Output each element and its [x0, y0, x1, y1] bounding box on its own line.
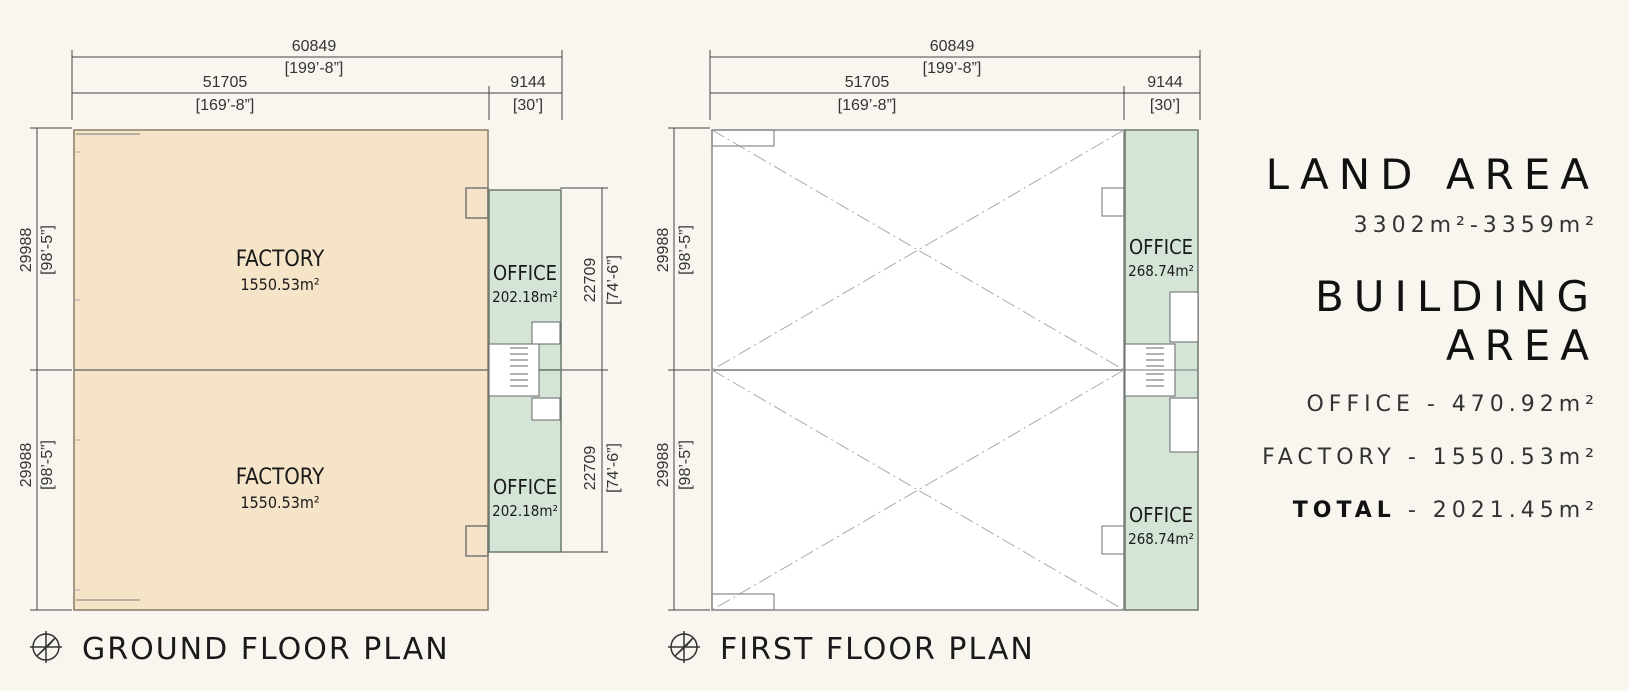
area-summary: LAND AREA 3302m²-3359m² BUILDING AREA OF…: [1179, 150, 1599, 523]
first-height-lower-ft: [98’-5”]: [677, 440, 694, 490]
ground-office-lower-label: OFFICE: [493, 475, 557, 499]
ground-office-height-lower-mm: 22709: [582, 446, 599, 491]
ground-left-dimensions: [30, 127, 72, 611]
first-north-arrow-icon: [668, 631, 700, 663]
land-area-title: LAND AREA: [1265, 150, 1599, 199]
first-office-width-mm: 9144: [1147, 74, 1183, 91]
ground-column-marks: [74, 151, 80, 591]
first-plan-title: FIRST FLOOR PLAN: [720, 632, 1035, 667]
first-height-upper-mm: 29988: [655, 228, 672, 273]
first-office-upper-area: 268.74m²: [1128, 262, 1194, 280]
first-floor-plan: 60849 [199’-8”] 51705 [169’-8”] 9144 [30…: [655, 38, 1201, 667]
building-area-title: BUILDING AREA: [1314, 272, 1599, 370]
ground-office-upper-label: OFFICE: [493, 261, 557, 285]
ground-overall-ft: [199’-8”]: [285, 60, 344, 77]
first-height-lower-mm: 29988: [655, 443, 672, 488]
first-office-lower-label: OFFICE: [1129, 503, 1193, 527]
factory-area-line: FACTORY - 1550.53m²: [1262, 445, 1599, 470]
total-value: - 2021.45m²: [1407, 498, 1599, 523]
ground-office-height-lower-ft: [74’-6”]: [605, 443, 622, 493]
first-height-upper-ft: [98’-5”]: [677, 225, 694, 275]
first-office-lower-area: 268.74m²: [1128, 530, 1194, 548]
ground-office-width-ft: [30’]: [513, 97, 543, 114]
land-area-value: 3302m²-3359m²: [1353, 213, 1599, 238]
ground-office-width-mm: 9144: [510, 74, 546, 91]
first-factory-width-mm: 51705: [845, 74, 890, 91]
ground-factory-upper-label: FACTORY: [236, 247, 325, 272]
ground-plan-title: GROUND FLOOR PLAN: [82, 632, 450, 667]
first-void-corners: [711, 129, 1125, 611]
ground-doors: [465, 187, 489, 557]
ground-right-dimensions: [560, 187, 608, 553]
ground-parking-marks: [76, 133, 140, 601]
first-office-upper-label: OFFICE: [1129, 235, 1193, 259]
ground-factory-lower-area: 1550.53m²: [240, 493, 319, 512]
ground-overall-mm: 60849: [292, 38, 337, 55]
total-area-line: TOTAL - 2021.45m²: [1179, 498, 1599, 523]
ground-factory-width-ft: [169’-8”]: [196, 97, 255, 114]
ground-office-height-upper-ft: [74’-6”]: [605, 255, 622, 305]
first-factory-width-ft: [169’-8”]: [838, 97, 897, 114]
ground-office-lower: [488, 369, 562, 553]
ground-factory-width-mm: 51705: [203, 74, 248, 91]
ground-height-upper-mm: 29988: [18, 228, 35, 273]
first-overall-mm: 60849: [930, 38, 975, 55]
office-area-line: OFFICE - 470.92m²: [1306, 392, 1599, 417]
ground-office-lower-area: 202.18m²: [492, 502, 558, 520]
ground-office-upper-area: 202.18m²: [492, 288, 558, 306]
ground-height-lower-ft: [98’-5”]: [39, 440, 56, 490]
ground-factory-lower-label: FACTORY: [236, 465, 325, 490]
ground-office-height-upper-mm: 22709: [582, 258, 599, 303]
first-office-width-ft: [30’]: [1150, 97, 1180, 114]
first-void-cross-lines: [711, 129, 1125, 611]
ground-stair-core: [488, 321, 561, 421]
ground-top-dimensions: [71, 50, 563, 120]
first-overall-ft: [199’-8”]: [923, 60, 982, 77]
ground-height-upper-ft: [98’-5”]: [39, 225, 56, 275]
first-top-dimensions: [709, 50, 1201, 120]
total-label: TOTAL: [1292, 498, 1396, 523]
first-left-dimensions: [668, 127, 710, 611]
ground-height-lower-mm: 29988: [18, 443, 35, 488]
ground-north-arrow-icon: [30, 631, 62, 663]
ground-factory-upper-area: 1550.53m²: [240, 275, 319, 294]
ground-floor-plan: 60849 [199’-8”] 51705 [169’-8”] 9144 [30…: [18, 38, 622, 667]
